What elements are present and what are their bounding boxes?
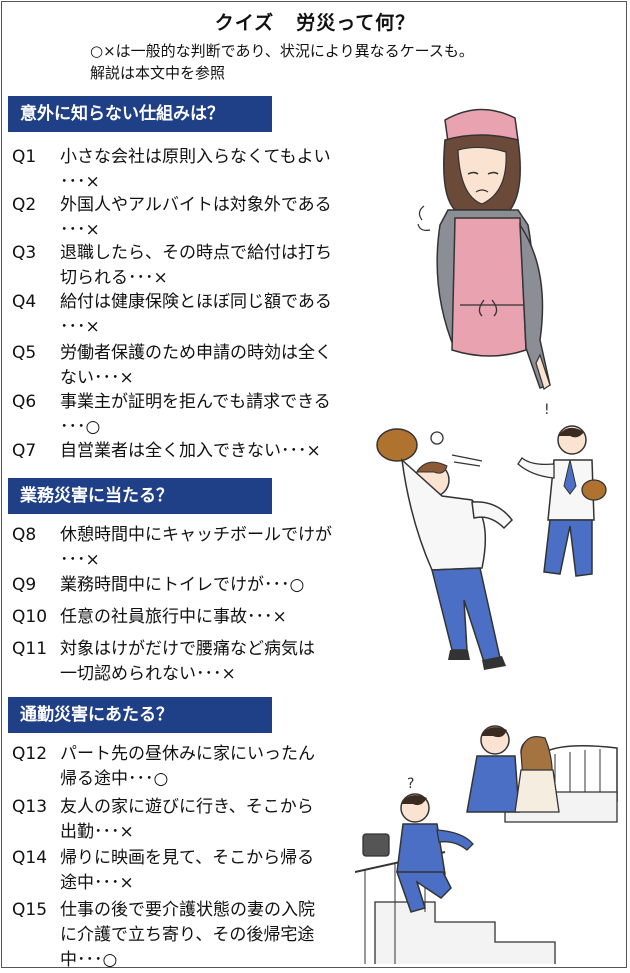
svg-text:?: ? xyxy=(407,776,414,792)
question-text: 労働者保護のため申請の時効は全く xyxy=(60,343,332,363)
answer-text: 途中･･･× xyxy=(60,873,134,893)
question-number: Q5 xyxy=(12,343,37,363)
question-number: Q9 xyxy=(12,575,37,595)
question-number: Q7 xyxy=(12,441,37,461)
question-number: Q10 xyxy=(12,607,48,627)
question-number: Q2 xyxy=(12,195,37,215)
question-text: 事業主が証明を拒んでも請求できる xyxy=(60,392,331,412)
question-text: 任意の社員旅行中に事故･･･× xyxy=(60,607,287,627)
question-number: Q11 xyxy=(12,639,48,659)
answer-text: 一切認められない･･･× xyxy=(60,664,236,684)
question-number: Q15 xyxy=(12,900,48,920)
section-heading-commute-accident: 通勤災害にあたる？ xyxy=(8,697,272,733)
answer-text: ･･･○ xyxy=(60,417,101,437)
question-text: 帰りに映画を見て、そこから帰る xyxy=(60,848,315,868)
commute-accident-illustration: ? xyxy=(355,725,618,964)
answer-text: 中･･･○ xyxy=(60,950,118,970)
question-text: 仕事の後で要介護状態の妻の入院 xyxy=(60,900,315,920)
answer-text: ･･･× xyxy=(60,172,100,192)
section-heading-mechanism: 意外に知らない仕組みは？ xyxy=(8,96,272,132)
answer-text: 帰る途中･･･○ xyxy=(60,769,169,789)
title-question: 労災って何？ xyxy=(296,12,416,34)
title-quiz: クイズ xyxy=(214,12,275,34)
question-text: 外国人やアルバイトは対象外である xyxy=(60,195,332,215)
worried-woman-illustration xyxy=(417,108,551,390)
question-text: 自営業者は全く加入できない･･･× xyxy=(60,441,321,461)
section-heading-work-accident: 業務災害に当たる？ xyxy=(8,478,272,514)
question-text: 業務時間中にトイレでけが･･･○ xyxy=(60,575,305,595)
question-text: 対象はけがだけで腰痛など病気は xyxy=(60,639,315,659)
question-text: 休憩時間中にキャッチボールでけが xyxy=(60,525,332,545)
answer-text: ･･･× xyxy=(60,220,100,240)
question-number: Q8 xyxy=(12,525,37,545)
question-number: Q3 xyxy=(12,243,37,263)
question-text: 給付は健康保険とほぼ同じ額である xyxy=(60,292,332,312)
question-text: 友人の家に遊びに行き、そこから xyxy=(60,797,314,817)
svg-text:!: ! xyxy=(544,402,550,418)
question-number: Q1 xyxy=(12,147,37,167)
answer-text: ･･･× xyxy=(60,550,100,570)
page-title: クイズ労災って何？ xyxy=(0,8,630,35)
question-number: Q6 xyxy=(12,392,37,412)
note-line-2: 解説は本文中を参照 xyxy=(90,64,226,82)
question-number: Q4 xyxy=(12,292,37,312)
question-number: Q12 xyxy=(12,744,48,764)
answer-text: 出勤･･･× xyxy=(60,822,134,842)
answer-text: に介護で立ち寄り、その後帰宅途 xyxy=(60,925,315,945)
answer-text: ･･･× xyxy=(60,317,100,337)
question-number: Q14 xyxy=(12,848,48,868)
question-text: 小さな会社は原則入らなくてもよい xyxy=(60,147,331,167)
question-text: 退職したら、その時点で給付は打ち xyxy=(60,243,332,263)
question-number: Q13 xyxy=(12,797,48,817)
catch-ball-accident-illustration: ! xyxy=(376,402,607,670)
question-text: パート先の昼休みに家にいったん xyxy=(60,744,315,764)
note-line-1: ○×は一般的な判断であり、状況により異なるケースも。 xyxy=(90,42,474,60)
answer-text: 切られる･･･× xyxy=(60,268,168,288)
answer-text: ない･･･× xyxy=(60,368,134,388)
